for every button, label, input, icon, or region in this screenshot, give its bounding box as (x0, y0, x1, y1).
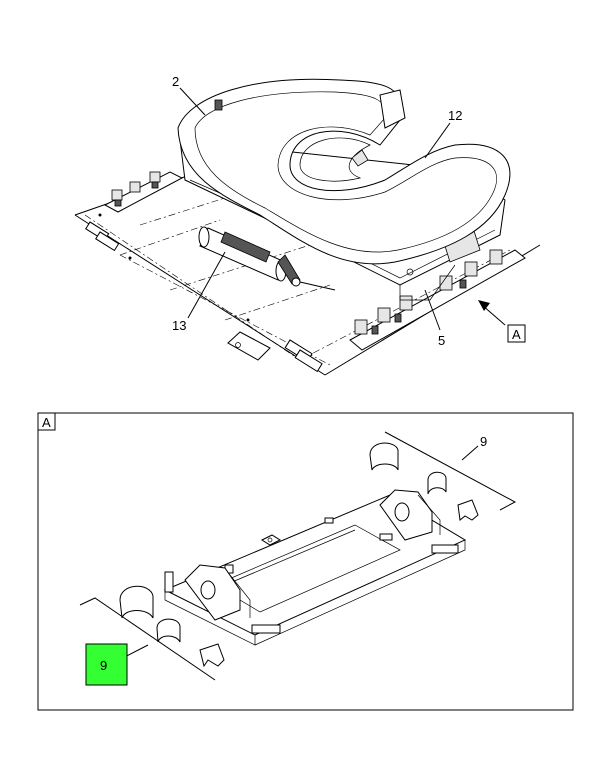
bushing-set-lower: 9 (79, 585, 225, 686)
view-ref-box (507, 324, 526, 343)
mounting-plate (163, 489, 467, 646)
callout-2: 2 (172, 74, 179, 89)
callout-9-upper: 9 (480, 434, 487, 449)
bushing-set-upper: 9 (369, 431, 517, 521)
view-ref-label: A (512, 327, 521, 342)
callout-12: 12 (448, 108, 462, 123)
leader-2 (179, 87, 206, 116)
left-slide-bracket (103, 171, 184, 213)
callout-5: 5 (438, 333, 445, 348)
seat-assembly: 2 12 13 5 A (74, 74, 541, 376)
right-slide-bracket (349, 249, 526, 351)
seat-cushion (177, 78, 511, 265)
detail-label: A (42, 415, 51, 430)
view-arrow-head (478, 300, 490, 311)
leader-12 (424, 122, 451, 159)
detail-frame (37, 412, 574, 711)
leader-13 (187, 251, 226, 319)
leader-5 (424, 289, 441, 331)
detail-label-box (37, 412, 56, 431)
callout-13: 13 (172, 318, 186, 333)
detail-view-a: A (37, 412, 574, 711)
callout-9-highlighted[interactable]: 9 (100, 658, 107, 673)
highlight-box[interactable] (85, 643, 128, 686)
damper-assembly (198, 226, 336, 291)
